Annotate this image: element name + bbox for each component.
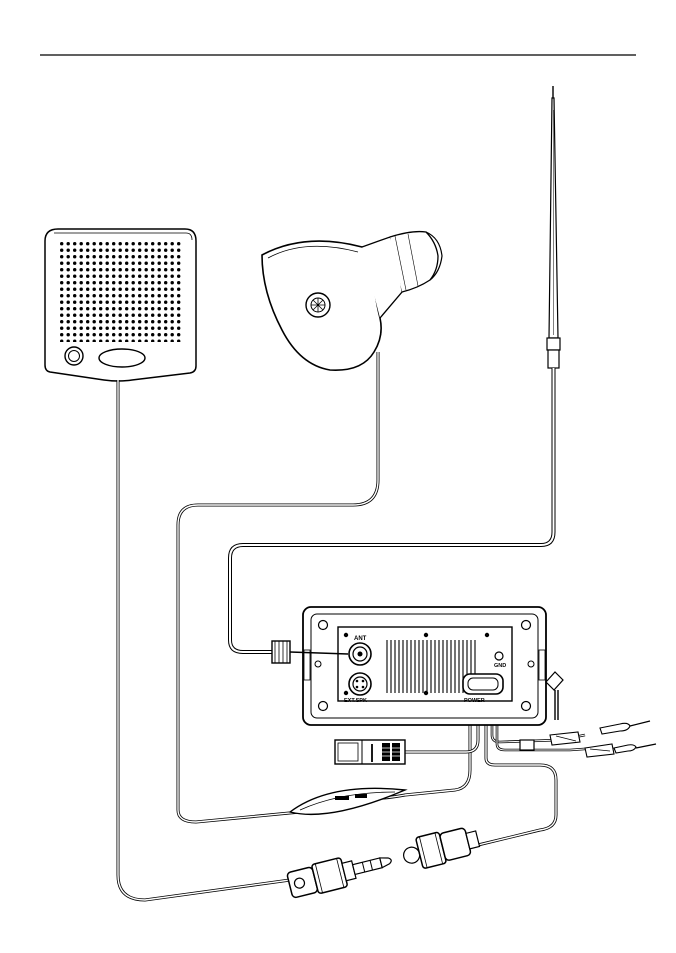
gnd-terminal (495, 652, 503, 660)
jack-socket (400, 823, 481, 872)
vhf-antenna (547, 86, 560, 368)
ant-label: ANT (354, 636, 367, 642)
hailer-horn (262, 232, 442, 371)
fuse-holder (520, 732, 614, 757)
jack-plug (286, 846, 395, 900)
vhf-radio-rear: ANT GND EXT.SPK POWER (303, 607, 563, 725)
gnd-label: GND (494, 663, 506, 669)
cable-splice (290, 788, 405, 814)
external-speaker (45, 229, 196, 381)
power-label: POWER (464, 698, 485, 704)
side-connector (546, 672, 563, 720)
speaker-grille (60, 240, 183, 342)
speaker-badge (99, 349, 145, 367)
ant-connector (349, 643, 371, 665)
extspk-label: EXT.SPK (344, 698, 367, 704)
speaker-knob-icon (65, 347, 83, 365)
junction-box (335, 740, 405, 764)
nmea-connector (349, 673, 371, 695)
